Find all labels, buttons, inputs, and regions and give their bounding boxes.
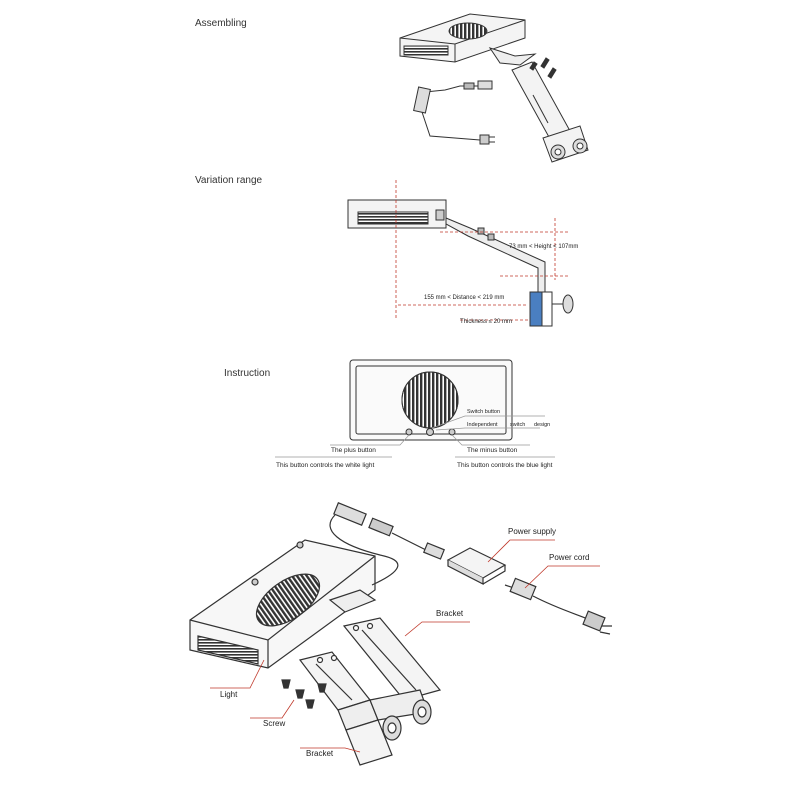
exploded-light-cable bbox=[329, 502, 445, 586]
side-view-arm bbox=[445, 217, 546, 301]
assembled-light-fixture bbox=[399, 13, 526, 63]
blue-light-label: This button controls the blue light bbox=[457, 462, 553, 469]
independent-label-1: Independent bbox=[467, 422, 498, 428]
assembled-bracket bbox=[488, 47, 589, 163]
exploded-light bbox=[189, 539, 376, 669]
bracket-bottom-label: Bracket bbox=[306, 749, 334, 758]
exploded-view-illustration bbox=[189, 502, 612, 766]
side-view-clamp bbox=[529, 291, 574, 327]
independent-label-3: design bbox=[534, 422, 550, 428]
instruction-illustration: Switch button Independent switch design … bbox=[275, 359, 555, 469]
section-title-instruction: Instruction bbox=[224, 368, 271, 379]
exploded-screws bbox=[281, 679, 327, 709]
exploded-mount-plate bbox=[328, 589, 377, 613]
bracket-top-label: Bracket bbox=[436, 609, 464, 618]
plus-button-icon bbox=[405, 428, 413, 436]
section-title-variation-range: Variation range bbox=[195, 175, 263, 186]
height-range-label: 73 mm < Height < 107mm bbox=[509, 244, 578, 250]
minus-button-icon bbox=[448, 428, 456, 436]
exploded-bracket-top bbox=[342, 617, 442, 701]
variation-range-illustration: 73 mm < Height < 107mm 155 mm < Distance… bbox=[347, 180, 578, 327]
power-cord-label: Power cord bbox=[549, 553, 589, 562]
instruction-callouts bbox=[275, 415, 555, 458]
switch-button-label: Switch button bbox=[467, 409, 500, 415]
side-view-light bbox=[347, 199, 447, 229]
assembled-screws bbox=[529, 57, 557, 79]
power-supply-box bbox=[446, 547, 507, 579]
assembled-power-cable bbox=[413, 80, 495, 145]
thickness-label: Thickness ≤ 20 mm bbox=[460, 319, 512, 325]
minus-button-label: The minus button bbox=[467, 447, 518, 454]
power-supply-label: Power supply bbox=[508, 527, 556, 536]
dimension-guides bbox=[395, 180, 570, 321]
distance-range-label: 155 mm < Distance < 219 mm bbox=[424, 295, 504, 301]
screw-label: Screw bbox=[263, 719, 285, 728]
plus-button-label: The plus button bbox=[331, 447, 376, 454]
exploded-power-cord bbox=[504, 577, 612, 635]
white-light-label: This button controls the white light bbox=[276, 462, 374, 469]
control-buttons bbox=[405, 428, 456, 436]
section-title-assembling: Assembling bbox=[195, 18, 247, 29]
exploded-callouts bbox=[210, 539, 600, 753]
exploded-bracket-bottom bbox=[298, 651, 432, 766]
light-label: Light bbox=[220, 690, 238, 699]
independent-label-2: switch bbox=[510, 422, 525, 428]
switch-button-icon bbox=[426, 428, 434, 436]
assembling-illustration bbox=[399, 13, 589, 163]
